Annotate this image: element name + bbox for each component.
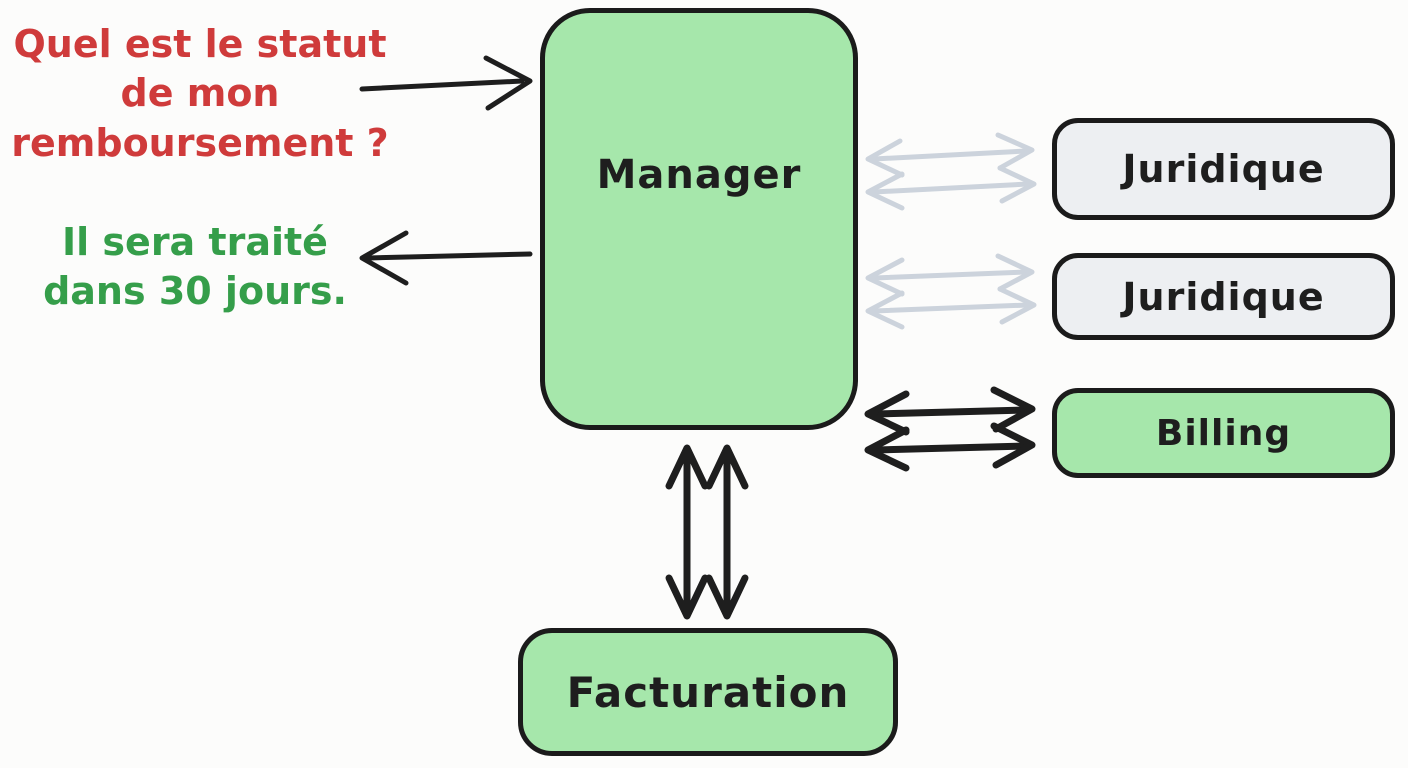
juridique-node-1-label: Juridique <box>1122 147 1325 191</box>
question-line-3: remboursement ? <box>11 120 389 165</box>
billing-node-label: Billing <box>1155 412 1292 454</box>
question-line-1: Quel est le statut <box>13 22 387 66</box>
answer-line-2: dans 30 jours. <box>43 269 347 314</box>
answer-line-1: Il sera traité <box>62 220 328 264</box>
manager-answer-text: Il sera traité dans 30 jours. <box>10 218 380 317</box>
customer-question-text: Quel est le statut de mon remboursement … <box>0 20 400 168</box>
billing-node: Billing <box>1052 388 1395 478</box>
question-line-2: de mon <box>120 71 280 116</box>
manager-billing-arrows <box>864 386 1036 472</box>
manager-juridique2-arrows <box>865 253 1037 330</box>
juridique-node-2: Juridique <box>1052 253 1395 340</box>
facturation-node: Facturation <box>518 628 898 756</box>
manager-to-answer-arrow <box>359 230 533 286</box>
manager-facturation-arrows <box>665 444 749 620</box>
juridique-node-1: Juridique <box>1052 118 1395 220</box>
manager-node: Manager <box>540 8 858 430</box>
manager-node-label: Manager <box>596 152 802 198</box>
manager-juridique1-arrows <box>865 132 1037 211</box>
facturation-node-label: Facturation <box>566 667 850 717</box>
juridique-node-2-label: Juridique <box>1122 274 1325 319</box>
